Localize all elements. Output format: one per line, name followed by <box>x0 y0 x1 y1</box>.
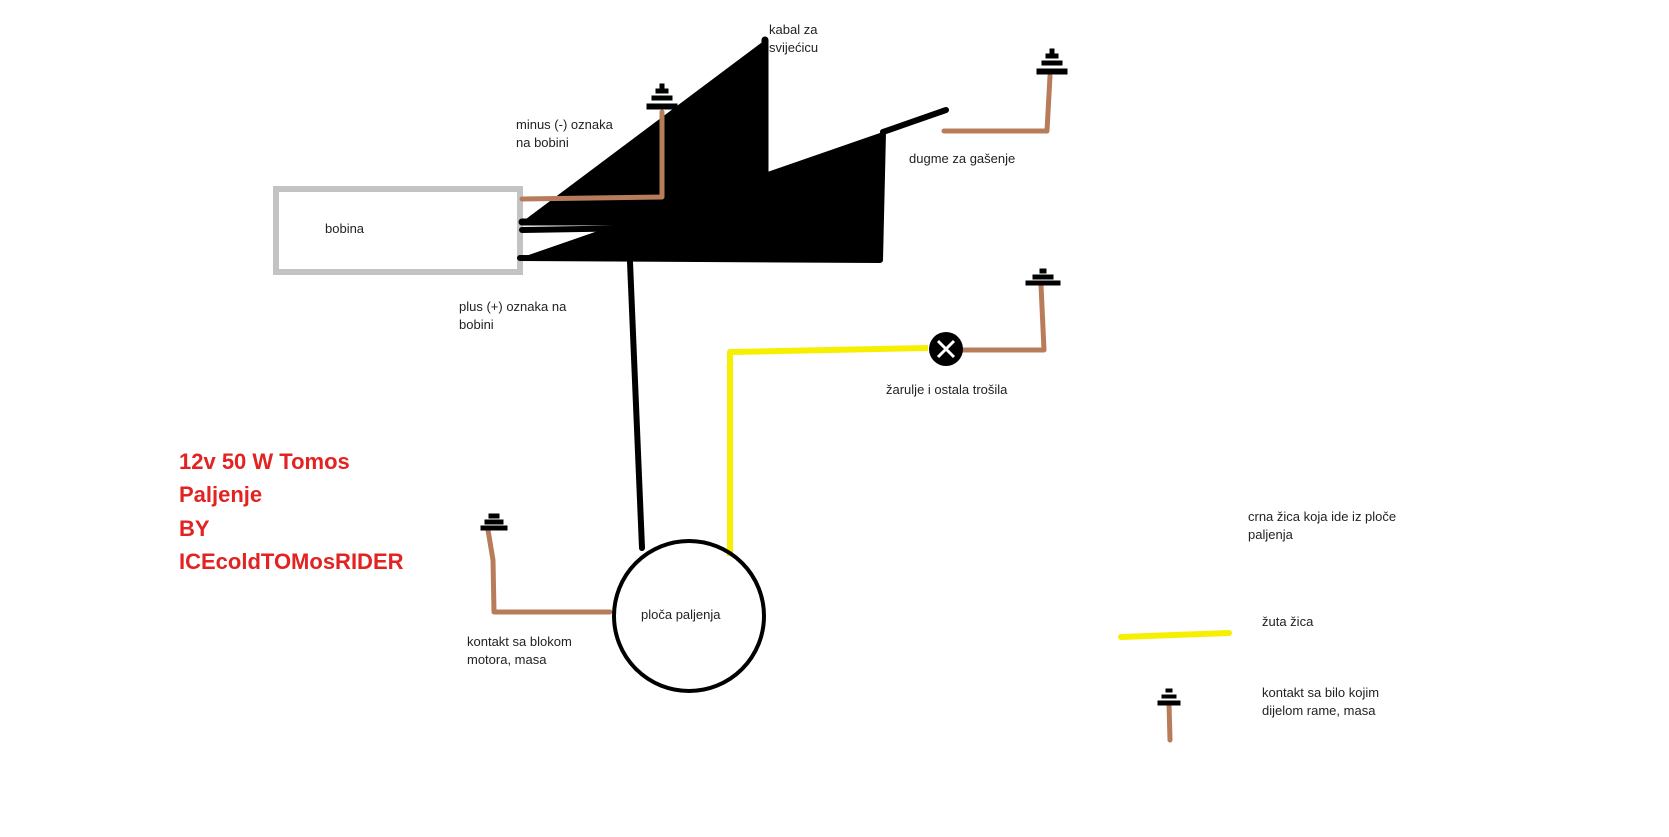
minus-label-line1: minus (-) oznaka <box>516 117 614 132</box>
coil-box <box>273 186 523 275</box>
kill-switch-label: dugme za gašenje <box>909 151 1015 166</box>
ignition-plate <box>612 539 766 693</box>
legend-black-line1: crna žica koja ide iz ploče <box>1248 509 1396 524</box>
minus-ground-wire <box>519 109 665 202</box>
ground-symbol-icon <box>1025 268 1061 286</box>
ground-symbol-icon <box>1036 48 1068 75</box>
lamp-ground-wire <box>956 282 1047 353</box>
plate-black-wire <box>627 259 645 551</box>
black-wires <box>517 36 949 551</box>
engine-ground-label-line2: motora, masa <box>467 652 547 667</box>
ground-symbol-icon <box>480 513 508 531</box>
ignition-plate-label: ploča paljenja <box>641 607 721 622</box>
bulb-icon <box>929 332 963 366</box>
title-line4: ICEcoldTOMosRIDER <box>179 549 404 574</box>
legend-yellow-label: žuta žica <box>1262 614 1314 629</box>
legend: crna žica koja ide iz ploče paljenja žut… <box>1118 509 1396 743</box>
coil-label: bobina <box>325 221 365 236</box>
ground-symbol-icon <box>646 83 678 110</box>
legend-ground-line2: dijelom rame, masa <box>1262 703 1376 718</box>
title-line2: Paljenje <box>179 482 262 507</box>
ground-symbol-icon <box>1157 688 1181 706</box>
engine-ground-label-line1: kontakt sa blokom <box>467 634 572 649</box>
yellow-wire <box>727 345 929 556</box>
brown-wires <box>485 73 1053 615</box>
title-block: 12v 50 W Tomos Paljenje BY ICEcoldTOMosR… <box>179 449 404 574</box>
spark-cable-label-line1: kabal za <box>769 22 818 37</box>
spark-cable-label-line2: svijećicu <box>769 40 818 55</box>
lights-label: žarulje i ostala trošila <box>886 382 1008 397</box>
title-line1: 12v 50 W Tomos <box>179 449 350 474</box>
minus-label-line2: na bobini <box>516 135 569 150</box>
legend-black-line2: paljenja <box>1248 527 1294 542</box>
legend-yellow-swatch <box>1118 630 1232 640</box>
legend-ground-swatch <box>1166 700 1173 743</box>
plus-label-line2: bobini <box>459 317 494 332</box>
legend-ground-line1: kontakt sa bilo kojim <box>1262 685 1379 700</box>
title-line3: BY <box>179 516 210 541</box>
plus-wire <box>517 107 949 263</box>
kill-switch-ground-wire <box>941 73 1053 134</box>
engine-ground-wire <box>485 527 613 615</box>
plus-label-line1: plus (+) oznaka na <box>459 299 567 314</box>
